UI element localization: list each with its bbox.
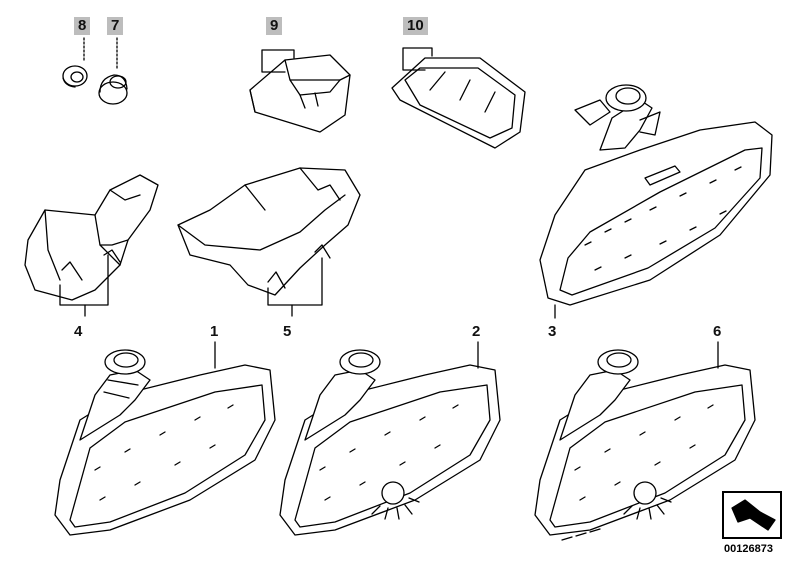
part-label-3[interactable]: 3 <box>548 323 557 340</box>
stylized-part-symbol-icon <box>731 499 776 531</box>
part-label-5[interactable]: 5 <box>283 323 292 340</box>
part-label-6[interactable]: 6 <box>713 323 722 340</box>
part-5-bracket-cover-drawing[interactable] <box>177 167 361 317</box>
part-10-cover-drawing[interactable] <box>391 47 526 149</box>
part-3-mirror-drawing[interactable] <box>539 84 773 319</box>
part-label-9[interactable]: 9 <box>266 17 283 35</box>
part-label-1[interactable]: 1 <box>210 323 219 340</box>
part-4-bracket-cover-drawing[interactable] <box>24 174 159 317</box>
part-label-7[interactable]: 7 <box>107 17 124 35</box>
part-1-mirror-drawing[interactable] <box>54 341 276 536</box>
symbol-frame <box>722 491 782 539</box>
part-6-mirror-drawing[interactable] <box>534 341 756 541</box>
part-label-2[interactable]: 2 <box>472 323 481 340</box>
part-8-ring-drawing[interactable] <box>62 37 88 88</box>
part-label-8[interactable]: 8 <box>74 17 91 35</box>
part-9-cover-drawing[interactable] <box>249 49 351 133</box>
part-label-4[interactable]: 4 <box>74 323 83 340</box>
part-2-mirror-drawing[interactable] <box>279 341 501 536</box>
part-label-10[interactable]: 10 <box>403 17 428 35</box>
part-7-cap-drawing[interactable] <box>98 37 128 105</box>
drawing-code: 00126873 <box>724 543 773 555</box>
